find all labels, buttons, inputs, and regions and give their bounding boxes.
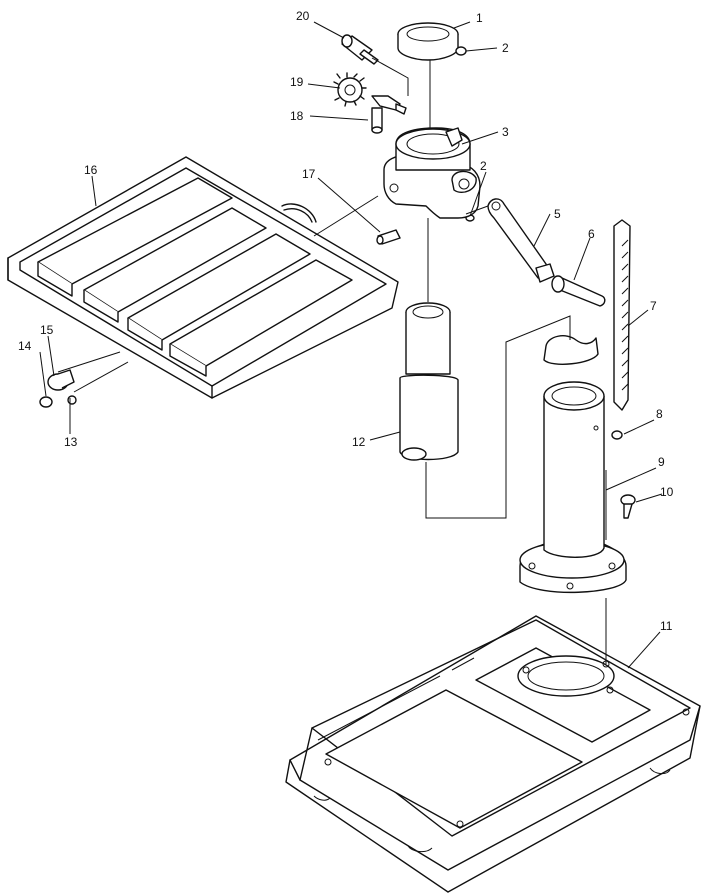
part-16-table bbox=[7, 156, 399, 399]
part-8-setscrew bbox=[611, 430, 623, 440]
part-3-arm-bracket bbox=[383, 127, 481, 219]
callout-1: 1 bbox=[476, 11, 483, 25]
callout-7: 7 bbox=[650, 299, 657, 313]
callout-10: 10 bbox=[660, 485, 674, 499]
callout-2: 2 bbox=[480, 159, 487, 173]
callout-9: 9 bbox=[658, 455, 665, 469]
part-13-washer bbox=[67, 395, 77, 405]
callout-2: 2 bbox=[502, 41, 509, 55]
part-17-pin bbox=[376, 229, 401, 245]
part-9-support bbox=[519, 381, 627, 594]
part-6-handle bbox=[551, 275, 606, 307]
callout-17: 17 bbox=[302, 167, 316, 181]
callout-5: 5 bbox=[554, 207, 561, 221]
part-7-rack bbox=[613, 219, 631, 411]
callout-3: 3 bbox=[502, 125, 509, 139]
part-11-base bbox=[285, 615, 701, 893]
part-10-bolt bbox=[620, 494, 636, 519]
part-15-plug bbox=[47, 369, 75, 391]
callout-13: 13 bbox=[64, 435, 78, 449]
part-14-nut bbox=[39, 396, 53, 408]
part-20-pinion-shaft bbox=[341, 34, 379, 65]
callout-20: 20 bbox=[296, 9, 310, 23]
callout-8: 8 bbox=[656, 407, 663, 421]
callout-15: 15 bbox=[40, 323, 54, 337]
callout-6: 6 bbox=[588, 227, 595, 241]
callout-11: 11 bbox=[660, 619, 673, 633]
callout-14: 14 bbox=[18, 339, 32, 353]
callout-leaders bbox=[39, 21, 663, 669]
part-19-gear bbox=[333, 72, 367, 107]
part-collar-cutout bbox=[543, 335, 599, 365]
assembly-guides bbox=[57, 57, 607, 664]
part-12-column bbox=[399, 302, 459, 461]
callout-12: 12 bbox=[352, 435, 366, 449]
callout-19: 19 bbox=[290, 75, 304, 89]
part-1-collar bbox=[397, 22, 459, 61]
callout-18: 18 bbox=[290, 109, 304, 123]
part-5-crank bbox=[487, 198, 555, 283]
part-18-worm bbox=[371, 95, 407, 134]
callout-labels: 1 2 2 3 5 6 7 8 9 10 11 12 13 14 15 16 1… bbox=[18, 9, 674, 633]
callout-16: 16 bbox=[84, 163, 98, 177]
